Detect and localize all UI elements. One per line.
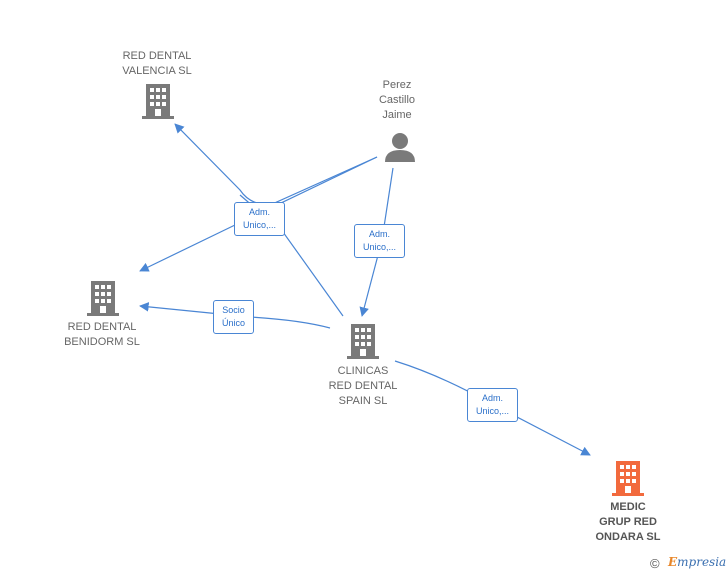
brand-rest: mpresia xyxy=(677,555,727,569)
edge-label-socio-unico[interactable]: Socio Único xyxy=(213,300,254,334)
label-line: SPAIN SL xyxy=(338,395,388,407)
edge-perez-to-valencia xyxy=(174,123,378,206)
edge-label-line: Unico,... xyxy=(242,220,276,230)
edge-label-line: Socio xyxy=(222,305,245,315)
label-line: Castillo xyxy=(378,94,416,106)
edge-label-line: Único xyxy=(221,318,245,328)
edge-label-line: Unico,... xyxy=(475,406,509,416)
node-label-benidorm[interactable]: RED DENTAL BENIDORM SL xyxy=(50,320,154,350)
label-line: RED DENTAL xyxy=(328,380,398,392)
edge-label-line: Unico,... xyxy=(362,242,396,252)
edge-label-line: Adm. xyxy=(368,229,390,239)
person-icon-perez[interactable] xyxy=(384,132,416,162)
node-label-valencia[interactable]: RED DENTAL VALENCIA SL xyxy=(105,49,209,79)
label-line: MEDIC xyxy=(610,501,646,513)
label-line: VALENCIA SL xyxy=(122,65,192,77)
label-line: GRUP RED xyxy=(599,516,657,528)
label-line: RED DENTAL xyxy=(122,50,192,62)
label-line: ONDARA SL xyxy=(595,531,661,543)
label-line: RED DENTAL xyxy=(67,321,137,333)
edge-label-line: Adm. xyxy=(481,393,503,403)
building-icon-medic[interactable] xyxy=(612,461,644,497)
edge-label-adm-unico[interactable]: Adm. Unico,... xyxy=(234,202,285,236)
edge-label-adm-unico[interactable]: Adm. Unico,... xyxy=(467,388,518,422)
node-label-perez[interactable]: Perez Castillo Jaime xyxy=(362,78,432,123)
label-line: CLINICAS xyxy=(337,365,389,377)
label-line: Perez xyxy=(382,79,412,91)
brand-initial: E xyxy=(668,555,678,569)
label-line: Jaime xyxy=(382,109,412,121)
building-icon-benidorm[interactable] xyxy=(87,281,119,317)
node-label-medic[interactable]: MEDIC GRUP RED ONDARA SL xyxy=(576,500,680,545)
edge-label-adm-unico[interactable]: Adm. Unico,... xyxy=(354,224,405,258)
edge-label-line: Adm. xyxy=(248,207,270,217)
label-line: BENIDORM SL xyxy=(64,336,140,348)
node-label-clinicas[interactable]: CLINICAS RED DENTAL SPAIN SL xyxy=(311,364,415,409)
building-icon-valencia[interactable] xyxy=(142,84,174,120)
building-icon-clinicas[interactable] xyxy=(347,324,379,360)
copyright-symbol: © xyxy=(650,556,660,571)
empresia-logo[interactable]: Empresia xyxy=(668,555,726,569)
